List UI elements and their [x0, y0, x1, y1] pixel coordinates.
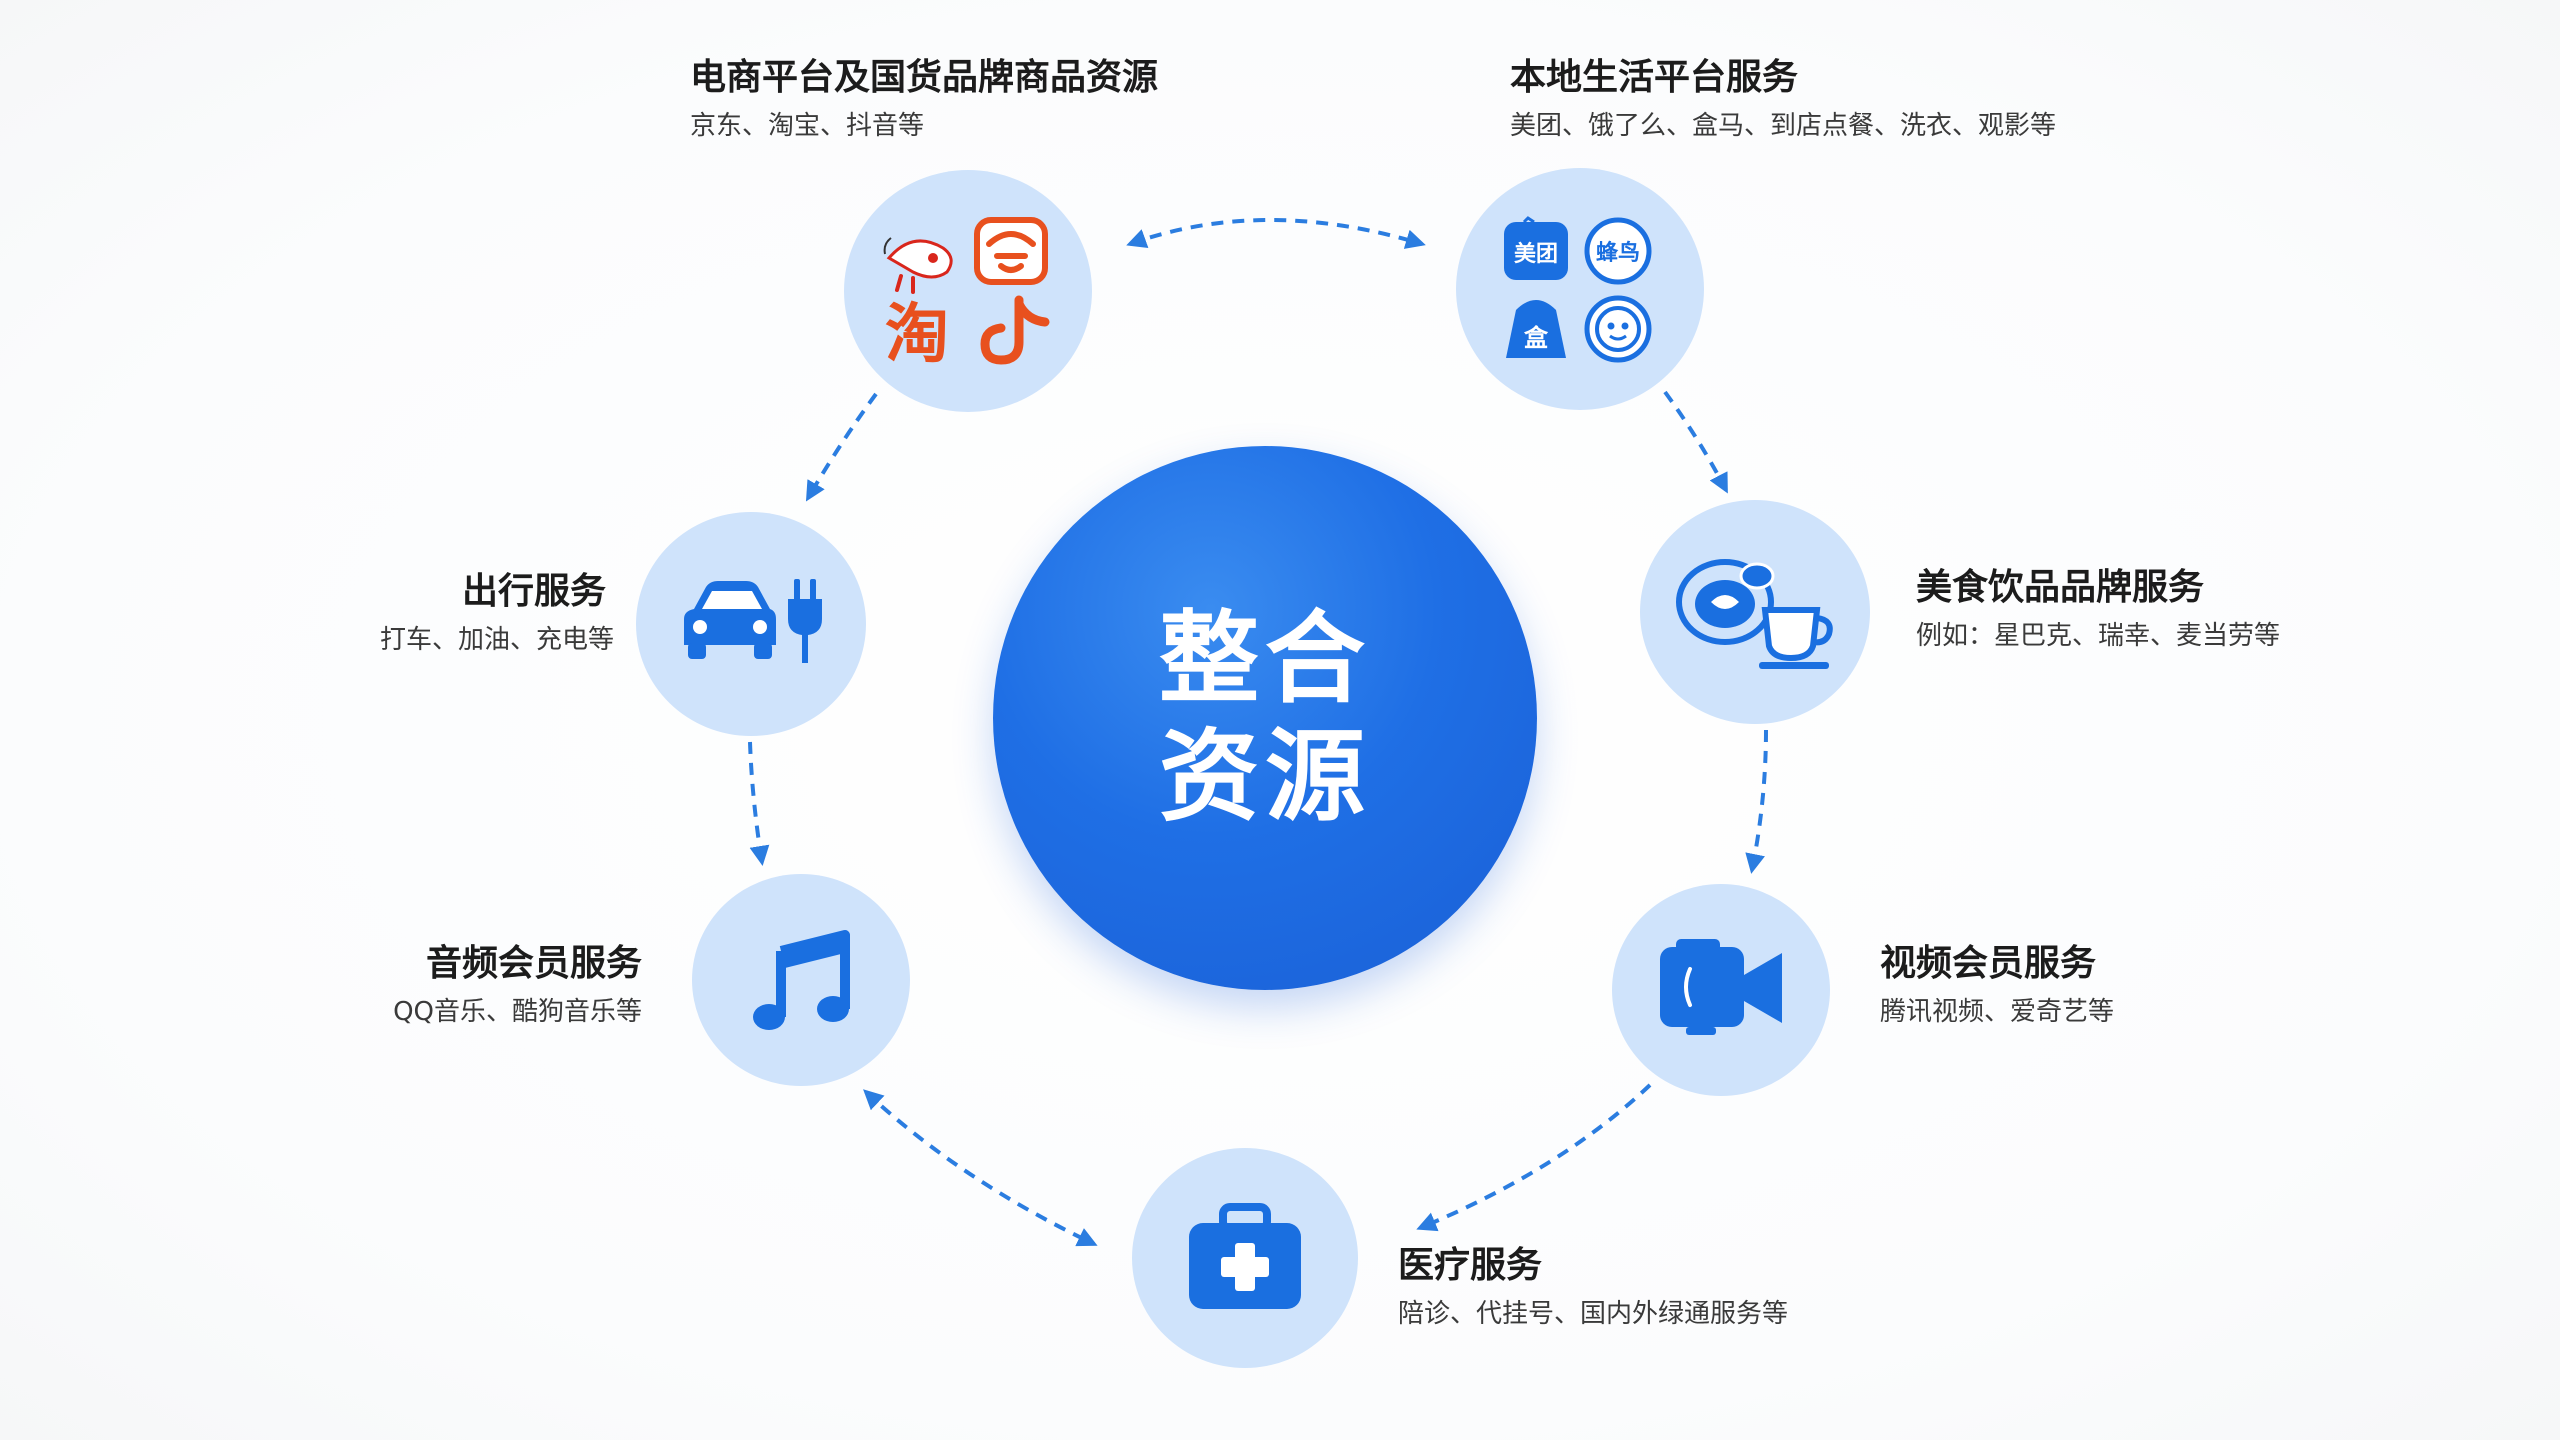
food-drink-title: 美食饮品品牌服务 [1916, 567, 2205, 608]
ecommerce-title: 电商平台及国货品牌商品资源 [690, 57, 1159, 98]
food-plate-icon [1676, 559, 1775, 645]
ecommerce-subtitle: 京东、淘宝、抖音等 [690, 111, 925, 141]
arrow-travel-music [748, 741, 770, 866]
local-life-title: 本地生活平台服务 [1510, 57, 1799, 98]
coffee-cup-icon [1759, 607, 1833, 669]
svg-text:淘: 淘 [885, 298, 949, 366]
svg-text:美团: 美团 [1514, 241, 1558, 267]
node-ecommerce: 淘 [844, 170, 1092, 412]
node-food-drink [1640, 500, 1870, 724]
arrow-ecommerce-travel [805, 392, 878, 502]
label-travel: 出行服务 打车、加油、充电等 [380, 570, 615, 658]
arrow-food-video [1745, 729, 1768, 874]
arrow-local-food [1663, 390, 1728, 494]
video-subtitle: 腾讯视频、爱奇艺等 [1880, 997, 2115, 1027]
label-food-drink: 美食饮品品牌服务 例如：星巴克、瑞幸、麦当劳等 [1916, 566, 2280, 654]
fengniao-icon: 蜂鸟 [1584, 217, 1652, 285]
ecommerce-icons: 淘 [883, 217, 1050, 366]
hema-icon: 盒 [1506, 300, 1566, 358]
food-drink-subtitle: 例如：星巴克、瑞幸、麦当劳等 [1916, 621, 2281, 651]
hub-title-line1: 整合 [1159, 600, 1371, 717]
node-local-life: 美团 蜂鸟 盒 [1456, 168, 1704, 410]
node-video [1612, 884, 1830, 1096]
medical-title: 医疗服务 [1398, 1245, 1543, 1286]
label-music: 音频会员服务 QQ音乐、酷狗音乐等 [380, 942, 642, 1030]
jd-icon [883, 237, 953, 294]
ev-plug-icon [788, 579, 822, 663]
svg-text:蜂鸟: 蜂鸟 [1596, 240, 1640, 266]
label-local-life: 本地生活平台服务 美团、饿了么、盒马、到店点餐、洗衣、观影等 [1510, 56, 2056, 144]
hub-title-line2: 资源 [1159, 718, 1371, 835]
taobao-icon: 淘 [885, 298, 949, 366]
music-subtitle: QQ音乐、酷狗音乐等 [393, 997, 642, 1027]
local-life-subtitle: 美团、饿了么、盒马、到店点餐、洗衣、观影等 [1510, 111, 2057, 141]
pinduoduo-icon [974, 217, 1048, 285]
medical-subtitle: 陪诊、代挂号、国内外绿通服务等 [1398, 1299, 1789, 1329]
label-video: 视频会员服务 腾讯视频、爱奇艺等 [1880, 942, 2114, 1030]
music-note-icon [753, 930, 850, 1030]
center-hub: 整合 资源 [993, 446, 1537, 990]
local-life-icons: 美团 蜂鸟 盒 [1504, 216, 1652, 363]
arrow-ecommerce-local [1126, 218, 1426, 249]
douyin-icon [980, 295, 1050, 365]
travel-icons [684, 579, 822, 663]
label-ecommerce: 电商平台及国货品牌商品资源 京东、淘宝、抖音等 [690, 56, 1158, 144]
meituan-icon: 美团 [1504, 216, 1568, 280]
travel-title: 出行服务 [461, 571, 606, 612]
video-title: 视频会员服务 [1880, 943, 2097, 984]
arrow-video-medical [1416, 1083, 1652, 1232]
food-drink-icons [1676, 559, 1833, 669]
node-medical [1132, 1148, 1358, 1368]
arrow-music-medical [863, 1089, 1098, 1247]
medical-kit-icon [1189, 1203, 1301, 1309]
node-travel [636, 512, 866, 736]
music-title: 音频会员服务 [425, 943, 642, 984]
eleme-icon [1584, 295, 1652, 363]
car-icon [684, 581, 776, 659]
node-music [692, 874, 910, 1086]
travel-subtitle: 打车、加油、充电等 [380, 625, 615, 655]
label-medical: 医疗服务 陪诊、代挂号、国内外绿通服务等 [1398, 1244, 1788, 1332]
video-camera-icon [1660, 939, 1782, 1035]
svg-text:盒: 盒 [1523, 324, 1549, 352]
